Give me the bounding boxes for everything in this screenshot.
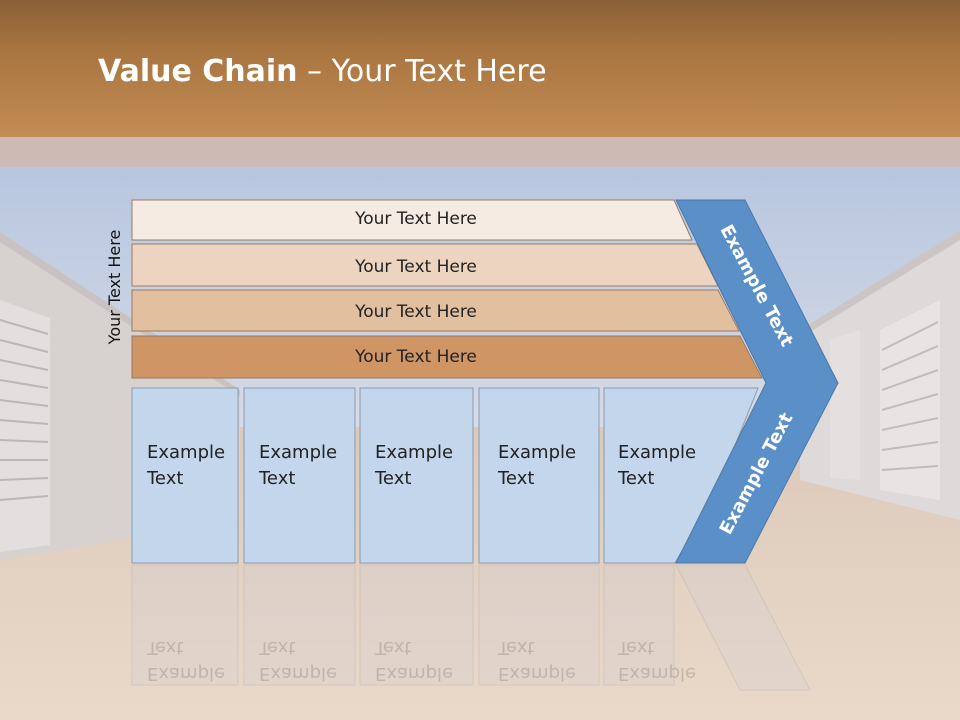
bar-label-3: Your Text Here bbox=[355, 302, 477, 322]
reflection-label-1: Example Text bbox=[147, 637, 226, 684]
chain-cell-2-label: Example Text bbox=[259, 442, 338, 489]
chain-cell-4-label: Example Text bbox=[498, 442, 577, 489]
slide-title[interactable]: Value Chain – Your Text Here bbox=[98, 54, 547, 89]
reflection-chevron bbox=[675, 564, 811, 691]
reflection-cell-5 bbox=[603, 564, 675, 686]
chain-cell-1-label: Example Text bbox=[147, 442, 226, 489]
stage-bar-1[interactable] bbox=[131, 199, 693, 241]
reflection-label-4: Example Text bbox=[498, 637, 577, 684]
reflection-label-3: Example Text bbox=[375, 637, 454, 684]
stage-bar-3[interactable] bbox=[131, 289, 740, 332]
title-bar-band bbox=[0, 137, 960, 167]
reflection-cell-3 bbox=[359, 564, 474, 686]
stage-bar-4[interactable] bbox=[131, 335, 763, 379]
title-bar bbox=[0, 0, 960, 137]
reflection-label-5: Example Text bbox=[618, 637, 697, 684]
chain-cell-5-label: Example Text bbox=[618, 442, 697, 489]
reflection-label-2: Example Text bbox=[259, 637, 338, 684]
reflection-cell-1 bbox=[131, 564, 239, 686]
chain-cell-2-box[interactable] bbox=[243, 387, 356, 564]
bar-label-1: Your Text Here bbox=[355, 209, 477, 229]
chain-cell-3-box[interactable] bbox=[359, 387, 474, 564]
bar-label-4: Your Text Here bbox=[355, 347, 477, 367]
chain-cell-1-box[interactable] bbox=[131, 387, 239, 564]
reflection-cell-2 bbox=[243, 564, 356, 686]
chain-cell-3-label: Example Text bbox=[375, 442, 454, 489]
reflection-cell-4 bbox=[478, 564, 600, 686]
chain-cell-4-box[interactable] bbox=[478, 387, 600, 564]
chevron-arrow[interactable] bbox=[675, 199, 839, 564]
bar-label-2: Your Text Here bbox=[355, 257, 477, 277]
